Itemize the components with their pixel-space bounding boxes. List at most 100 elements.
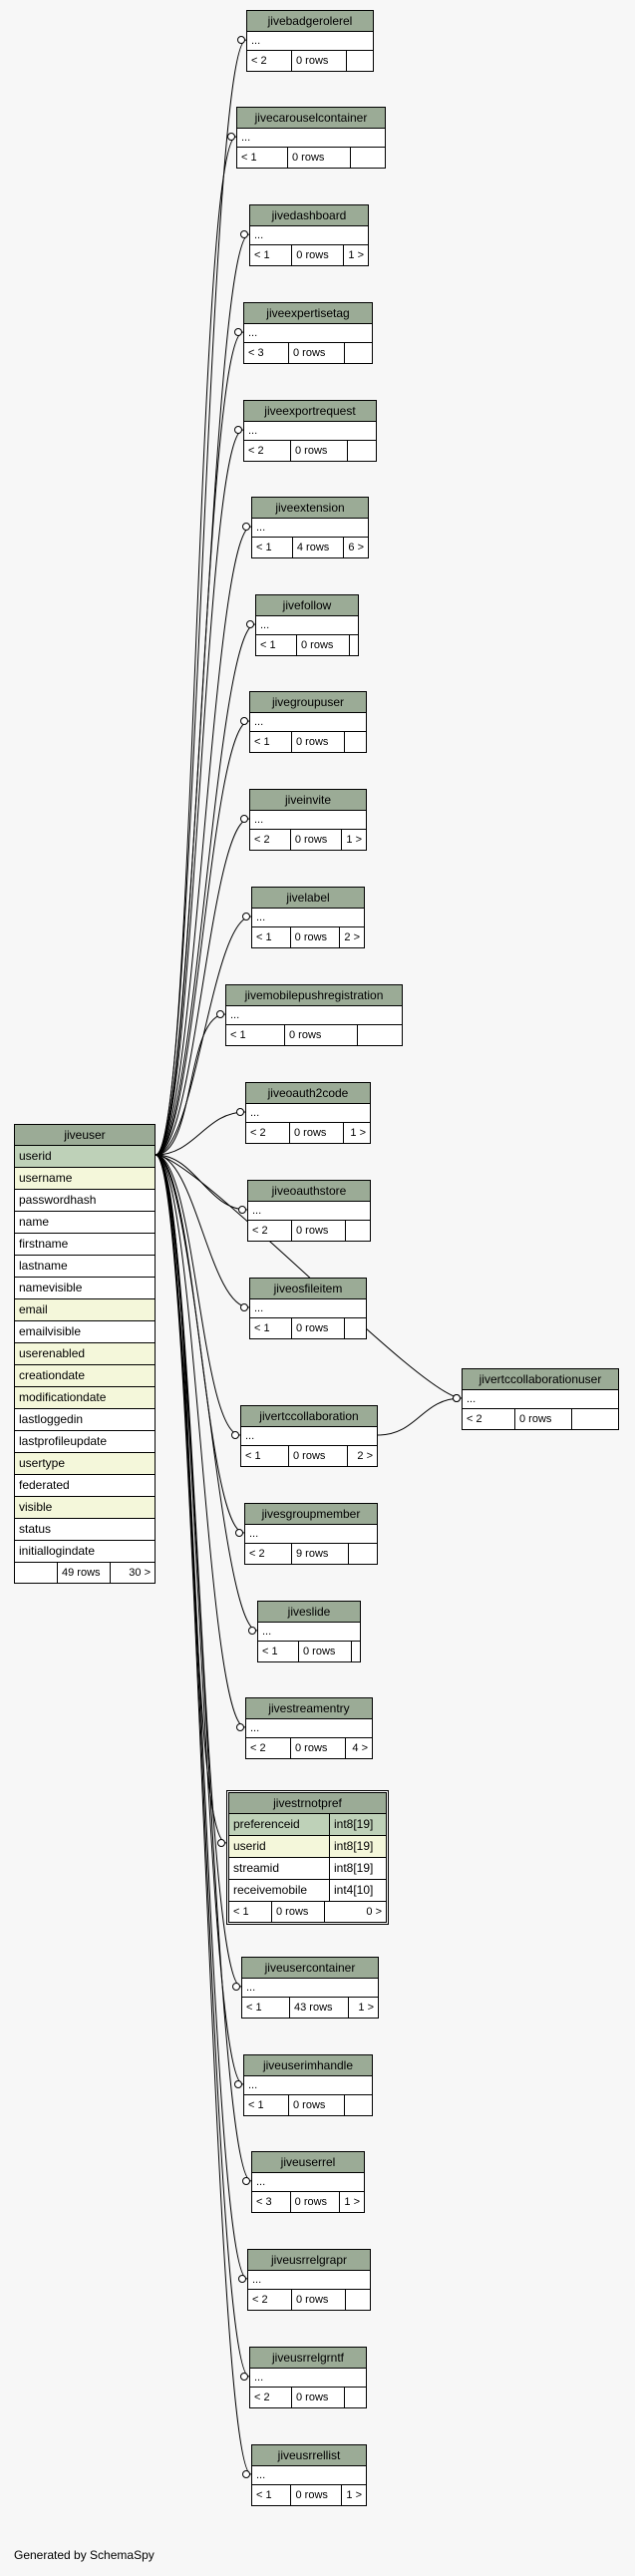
column-lastloggedin[interactable]: lastloggedin xyxy=(15,1409,155,1431)
parents-count[interactable] xyxy=(15,1563,58,1583)
children-count[interactable] xyxy=(345,1318,366,1338)
column-federated[interactable]: federated xyxy=(15,1475,155,1497)
parents-count[interactable]: < 1 xyxy=(229,1902,272,1922)
column-email[interactable]: email xyxy=(15,1299,155,1321)
children-count[interactable] xyxy=(351,148,385,168)
children-count[interactable] xyxy=(345,2095,372,2115)
column-name[interactable]: name xyxy=(15,1212,155,1234)
parents-count[interactable]: < 1 xyxy=(242,1998,290,2018)
parents-count[interactable]: < 1 xyxy=(241,1446,289,1466)
parents-count[interactable]: < 1 xyxy=(250,245,293,265)
column-lastprofileupdate[interactable]: lastprofileupdate xyxy=(15,1431,155,1453)
children-count[interactable]: 1 > xyxy=(346,2489,362,2501)
column-initiallogindate[interactable]: initiallogindate xyxy=(15,1541,155,1563)
parents-count[interactable]: < 1 xyxy=(226,1025,285,1045)
parents-count[interactable]: < 1 xyxy=(252,2485,292,2505)
children-count[interactable] xyxy=(345,732,366,752)
parents-count[interactable]: < 2 xyxy=(250,830,291,850)
children-count[interactable] xyxy=(345,343,372,363)
parents-count[interactable]: < 1 xyxy=(250,1318,292,1338)
column-creationdate[interactable]: creationdate xyxy=(15,1365,155,1387)
children-count[interactable] xyxy=(572,1409,618,1429)
children-count[interactable] xyxy=(352,1642,360,1661)
parents-count[interactable]: < 2 xyxy=(246,1738,291,1758)
children-count[interactable]: 0 > xyxy=(366,1906,382,1918)
children-count[interactable] xyxy=(349,1544,377,1564)
children-count[interactable] xyxy=(347,51,373,71)
parents-count[interactable]: < 1 xyxy=(244,2095,289,2115)
parents-count[interactable]: < 1 xyxy=(256,635,297,655)
column-userid[interactable]: userid xyxy=(15,1146,155,1168)
children-count[interactable]: 30 > xyxy=(129,1567,151,1579)
parents-count[interactable]: < 1 xyxy=(237,148,288,168)
children-count[interactable]: 1 > xyxy=(346,834,362,846)
children-count[interactable] xyxy=(346,1221,370,1241)
parents-count[interactable]: < 1 xyxy=(252,927,291,947)
parents-count[interactable]: < 2 xyxy=(248,1221,292,1241)
column-namevisible[interactable]: namevisible xyxy=(15,1278,155,1299)
children-count[interactable]: 2 > xyxy=(357,1450,373,1462)
children-count[interactable]: 2 > xyxy=(344,931,360,943)
children-count[interactable]: 1 > xyxy=(350,1127,366,1139)
column-status[interactable]: status xyxy=(15,1519,155,1541)
parents-count[interactable]: < 1 xyxy=(252,538,293,557)
children-count[interactable]: 4 > xyxy=(352,1742,368,1754)
children-count[interactable] xyxy=(350,635,358,655)
column-modificationdate[interactable]: modificationdate xyxy=(15,1387,155,1409)
parents-count[interactable]: < 1 xyxy=(258,1642,299,1661)
parents-count[interactable]: < 1 xyxy=(250,732,292,752)
column-emailvisible[interactable]: emailvisible xyxy=(15,1321,155,1343)
column-lastname[interactable]: lastname xyxy=(15,1256,155,1278)
parents-count[interactable]: < 2 xyxy=(245,1544,292,1564)
children-count[interactable] xyxy=(358,1025,402,1045)
children-count[interactable] xyxy=(345,2388,366,2407)
table-jivertccollaborationuser[interactable]: jivertccollaborationuser ... < 2 0 rows xyxy=(462,1368,619,1430)
children-count[interactable] xyxy=(348,441,376,461)
children-count[interactable]: 6 > xyxy=(348,542,364,553)
parents-count[interactable]: < 2 xyxy=(244,441,291,461)
parents-count[interactable]: < 2 xyxy=(247,51,292,71)
column-passwordhash[interactable]: passwordhash xyxy=(15,1190,155,1212)
column-visible[interactable]: visible xyxy=(15,1497,155,1519)
children-count[interactable]: 1 > xyxy=(348,249,364,261)
parents-count[interactable]: < 2 xyxy=(246,1123,290,1143)
parents-count[interactable]: < 2 xyxy=(250,2388,292,2407)
column-usertype[interactable]: usertype xyxy=(15,1453,155,1475)
parents-count[interactable]: < 3 xyxy=(244,343,289,363)
parents-count[interactable]: < 2 xyxy=(248,2290,292,2310)
column-username[interactable]: username xyxy=(15,1168,155,1190)
children-count[interactable] xyxy=(346,2290,370,2310)
column-userenabled[interactable]: userenabled xyxy=(15,1343,155,1365)
children-count[interactable]: 1 > xyxy=(344,2196,360,2208)
parents-count[interactable]: < 2 xyxy=(463,1409,515,1429)
